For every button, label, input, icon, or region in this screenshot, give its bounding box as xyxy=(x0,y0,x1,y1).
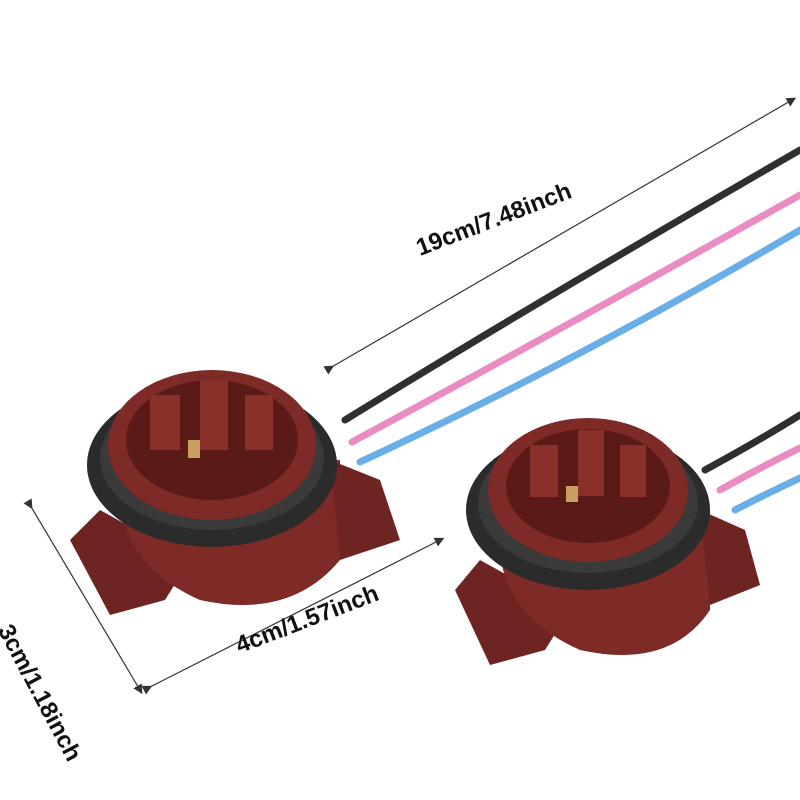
socket-2-wires xyxy=(701,411,800,514)
height-dimension-line xyxy=(23,498,143,695)
socket-1 xyxy=(70,370,400,615)
width-dimension-line xyxy=(141,537,445,695)
socket-1-wires xyxy=(341,146,800,466)
socket-2 xyxy=(455,418,760,665)
length-dimension-line xyxy=(323,97,797,375)
